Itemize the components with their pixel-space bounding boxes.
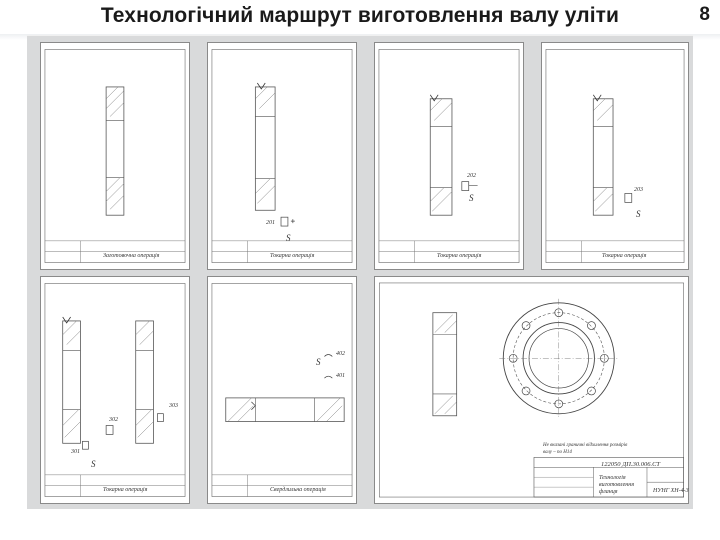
sheet-7-doc-code: 122050 ДП.30.006.СТ <box>601 461 661 468</box>
drawing-sheet-5: 301 302 303 S Токарна операція <box>40 276 190 504</box>
sheet-2-label-201: 201 <box>266 220 275 226</box>
sheet-4-label-203: 203 <box>634 187 643 193</box>
sheet-6-operation: Свердлильна операція <box>270 487 326 493</box>
sheet-6-label-401: 401 <box>336 373 345 379</box>
sheet-5-label-s: S <box>91 459 96 469</box>
slide-title: Технологічний маршрут виготовлення валу … <box>100 4 620 27</box>
drawing-sheet-2: 201 S Токарна операція <box>207 42 357 270</box>
sheet-4-label-s: S <box>636 209 641 219</box>
sheet-1-operation: Заготовочна операція <box>103 253 160 259</box>
slide-number: 8 <box>699 4 710 25</box>
drawing-sheet-6: 402 401 S Свердлильна операція <box>207 276 357 504</box>
sheet-6-label-s: S <box>316 357 321 367</box>
sheet-5-operation: Токарна операція <box>103 487 148 493</box>
drawing-sheet-3: 202 S Токарна операція <box>374 42 524 270</box>
sheet-3-label-202: 202 <box>467 173 476 179</box>
sheet-5-label-301: 301 <box>71 449 80 455</box>
sheet-7-note-1: Не вказані граничні відхилення розмірів <box>543 443 628 448</box>
drawings-board: Заготовочна операція 201 S Токарна опера… <box>27 35 693 509</box>
sheet-2-operation: Токарна операція <box>270 253 315 259</box>
drawing-sheet-4: 203 S Токарна операція <box>541 42 689 270</box>
sheet-4-operation: Токарна операція <box>602 253 647 259</box>
drawing-sheet-7: Не вказані граничні відхилення розмірів … <box>374 276 689 504</box>
sheet-2-label-s: S <box>286 233 291 243</box>
sheet-5-label-302: 302 <box>109 417 118 423</box>
drawing-sheet-1: Заготовочна операція <box>40 42 190 270</box>
sheet-3-operation: Токарна операція <box>437 253 482 259</box>
sheet-3-label-s: S <box>469 193 474 203</box>
sheet-7-note-2: валу – по Н14 <box>543 450 572 455</box>
sheet-6-label-402: 402 <box>336 351 345 357</box>
sheet-7-group: НУНГ ХН-4-3 <box>653 488 689 494</box>
sheet-7-subtitle: Технологія виготовлення фланця <box>599 475 635 495</box>
sheet-5-label-303: 303 <box>169 403 178 409</box>
